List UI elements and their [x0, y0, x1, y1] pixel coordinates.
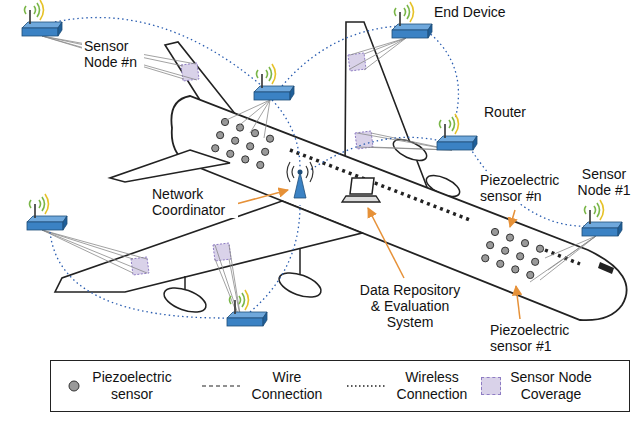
- callout-label: Router: [482, 104, 528, 120]
- legend-symbol: [69, 381, 79, 391]
- piezoelectric-sensor-grid: [536, 245, 543, 252]
- wireless-connection: [272, 100, 300, 168]
- near-wing: [55, 201, 362, 317]
- sensor-node-device: [437, 114, 477, 150]
- leader-arrow: [368, 208, 404, 278]
- piezoelectric-sensor-grid: [517, 253, 524, 260]
- legend-symbol: [65, 379, 83, 393]
- legend-text: Sensor Node Coverage: [506, 369, 596, 401]
- piezoelectric-sensor-grid: [497, 260, 504, 267]
- sensor-node-coverage: [355, 131, 373, 149]
- coordinator-antenna: [287, 162, 313, 198]
- piezoelectric-sensor-grid: [527, 271, 534, 278]
- piezoelectric-sensor-grid: [262, 148, 269, 155]
- sensor-node-device: [27, 194, 67, 230]
- legend-text: Wireless Connection: [391, 369, 473, 401]
- wireless-connection: [50, 232, 232, 318]
- wireless-connection: [420, 26, 458, 120]
- near-wing: [299, 248, 301, 277]
- sensor-node-coverage: [131, 53, 373, 275]
- near-wing: [161, 283, 209, 317]
- legend-item: Sensor Node Coverage: [481, 361, 596, 410]
- callout-label: Piezoelectric sensor #1: [488, 322, 580, 354]
- callout-label: Piezoelectric sensor #n: [478, 172, 570, 204]
- legend-item: Wire Connection: [201, 361, 328, 410]
- piezoelectric-sensor-grid: [482, 255, 489, 262]
- piezoelectric-sensor-grid: [257, 161, 264, 168]
- wireless-connection: [250, 205, 300, 312]
- piezoelectric-sensor-grid: [217, 132, 224, 139]
- piezoelectric-sensor-grid: [502, 247, 509, 254]
- callout-label: Network Coordinator: [150, 186, 238, 218]
- piezoelectric-sensor-grid: [512, 266, 519, 273]
- piezoelectric-sensor-grid: [506, 234, 513, 241]
- legend-symbol: [347, 385, 385, 387]
- leader-arrow: [510, 210, 515, 227]
- piezoelectric-sensor-grid: [247, 143, 254, 150]
- wire-connection: [350, 38, 406, 70]
- near-stabilizer: [110, 150, 230, 182]
- wire-connection: [42, 36, 596, 326]
- coordinator-antenna: [298, 170, 303, 175]
- legend-text: Piezoelectric sensor: [88, 369, 176, 401]
- legend-item: Wireless Connection: [346, 361, 473, 410]
- wireless-connection: [55, 18, 262, 86]
- legend-swatch: [481, 377, 501, 395]
- wire-connection: [42, 230, 147, 273]
- callout-label: End Device: [432, 4, 508, 20]
- sensor-node-device: [254, 64, 294, 100]
- legend-symbol: [346, 379, 386, 393]
- legend-symbol: [201, 379, 241, 393]
- laptop-icon: [350, 178, 374, 194]
- piezoelectric-sensor-grid: [487, 242, 494, 249]
- sensor-node-device: [22, 0, 622, 326]
- far-wing: [390, 135, 429, 165]
- legend-text: Wire Connection: [246, 369, 328, 401]
- piezoelectric-sensor-grid: [251, 130, 258, 137]
- legend-symbol: [202, 385, 240, 386]
- piezoelectric-sensor-grid: [232, 137, 239, 144]
- wireless-connection: [310, 137, 445, 170]
- wire-connection: [530, 236, 596, 282]
- piezoelectric-sensor-grid: [491, 228, 498, 235]
- wireless-connection: [282, 26, 400, 86]
- legend-item: Piezoelectric sensor: [65, 361, 176, 410]
- piezoelectric-sensor-grid: [227, 150, 234, 157]
- sensor-node-device: [22, 0, 62, 36]
- sensor-node-device: [582, 200, 622, 236]
- piezoelectric-sensor-grid: [532, 258, 539, 265]
- callout-label: Sensor Node #1: [575, 166, 633, 198]
- near-stabilizer: [110, 150, 230, 182]
- wire-connection: [42, 36, 197, 80]
- piezoelectric-sensor-grid: [521, 240, 528, 247]
- callout-label: Sensor Node #n: [82, 38, 144, 70]
- coordinator-antenna: [294, 172, 306, 198]
- wireless-connection: [465, 140, 590, 226]
- piezoelectric-sensor-grid: [242, 156, 249, 163]
- leader-arrow: [236, 190, 288, 204]
- sensor-node-coverage: [213, 243, 231, 261]
- coordinator-antenna: [287, 162, 313, 182]
- piezoelectric-sensor-grid: [266, 135, 273, 142]
- callout-label: Data Repository & Evaluation System: [355, 282, 465, 330]
- laptop-icon: [342, 196, 380, 202]
- piezoelectric-sensor-grid: [212, 118, 274, 168]
- wire-connection: [222, 100, 270, 138]
- leader-arrow: [516, 286, 520, 319]
- sensor-node-device: [392, 2, 432, 38]
- wireless-connection: [50, 18, 590, 319]
- piezoelectric-sensor-grid: [212, 145, 219, 152]
- near-wing: [276, 268, 324, 302]
- piezoelectric-sensor-grid: [482, 228, 544, 278]
- fuselage: [290, 150, 470, 220]
- fuselage: [598, 262, 614, 274]
- laptop-icon: [342, 178, 380, 202]
- legend-box: Piezoelectric sensor Wire Connection Wirel…: [50, 360, 630, 412]
- sensor-node-device: [227, 290, 267, 326]
